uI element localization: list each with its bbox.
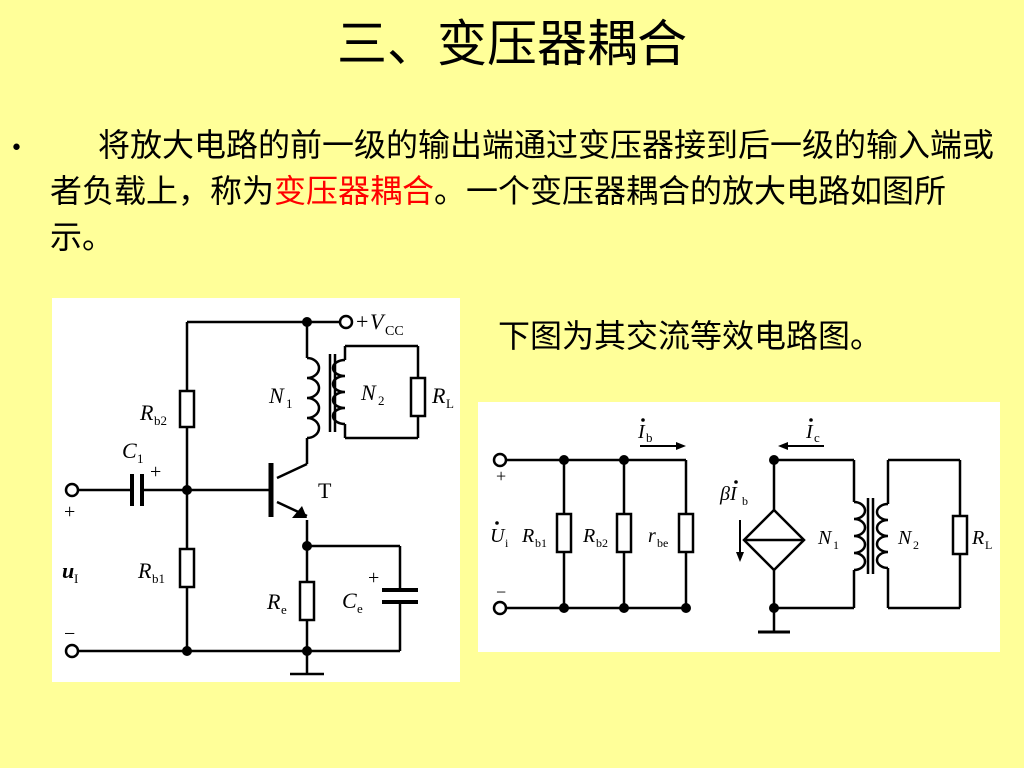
rb2-name: R <box>139 400 154 425</box>
ac-junctions <box>559 455 779 613</box>
re-sub: e <box>281 602 287 617</box>
transistor-label: T <box>318 478 332 503</box>
ui-name: u <box>62 558 74 583</box>
vcc-name: V <box>370 309 386 334</box>
n2-name: N <box>897 527 913 549</box>
rb1-sub: b1 <box>152 571 165 586</box>
vcc-sign: + <box>356 309 368 334</box>
ac-equivalent-figure: I b I c + − U i R b1 R b2 r be βI b N 1 … <box>478 402 1000 652</box>
input-minus: − <box>64 623 75 645</box>
rb2-sub: b2 <box>154 413 167 428</box>
c1-sign: + <box>150 461 161 483</box>
amp-resistors <box>178 376 427 622</box>
rb1-sub: b1 <box>535 536 547 550</box>
ac-input-plus: + <box>496 466 506 486</box>
ce-name: C <box>342 588 357 613</box>
rl-sub: L <box>446 396 454 411</box>
amplifier-circuit-figure: + V CC N 1 N 2 R L R b2 R b1 C 1 + T R e… <box>52 298 460 682</box>
bullet-marker: • <box>10 136 23 161</box>
rl-name: R <box>971 527 984 549</box>
body-paragraph: 将放大电路的前一级的输出端通过变压器接到后一级的输入端或者负载上，称为变压器耦合… <box>50 122 1010 260</box>
amplifier-circuit-svg: + V CC N 1 N 2 R L R b2 R b1 C 1 + T R e… <box>62 309 454 676</box>
amp-wires <box>78 320 420 676</box>
re-name: R <box>266 589 281 614</box>
amp-junctions <box>182 317 312 656</box>
n1-name: N <box>268 383 285 408</box>
rb2-name: R <box>582 525 595 547</box>
amp-terminals <box>64 314 354 659</box>
rb1-name: R <box>137 558 152 583</box>
rbe-name: r <box>648 525 656 547</box>
rb2-sub: b2 <box>596 536 608 550</box>
rb1-name: R <box>521 525 534 547</box>
c1-sub: 1 <box>137 451 144 466</box>
rbe-sub: be <box>657 536 668 550</box>
figure-caption: 下图为其交流等效电路图。 <box>498 317 883 355</box>
ce-sub: e <box>357 601 363 616</box>
n2-sub: 2 <box>378 393 385 408</box>
phasor-dots <box>495 418 813 525</box>
ui-sub: i <box>505 536 509 550</box>
ic-sub: c <box>814 430 820 445</box>
ac-arrowheads <box>676 442 788 562</box>
n1-name: N <box>817 527 833 549</box>
para-after: 。一个变压器耦合的放大电路如图所示。 <box>50 172 947 256</box>
c1-name: C <box>122 438 137 463</box>
ib-name: I <box>637 421 646 443</box>
para-highlight: 变压器耦合 <box>274 172 435 210</box>
source-sub: b <box>742 494 748 508</box>
para-before: 将放大电路的前一级的输出端通过变压器接到后一级的输入端或者负载上，称为 <box>50 126 995 210</box>
ic-name: I <box>805 421 814 443</box>
ac-input-minus: − <box>496 582 506 602</box>
ib-sub: b <box>646 430 653 445</box>
ui-name: U <box>490 525 506 547</box>
n2-sub: 2 <box>913 538 919 552</box>
ac-wires <box>506 445 962 634</box>
n1-sub: 1 <box>286 396 293 411</box>
input-plus: + <box>64 501 75 523</box>
rl-sub: L <box>985 538 992 552</box>
rl-name: R <box>431 383 446 408</box>
vcc-sub: CC <box>385 324 404 339</box>
n1-sub: 1 <box>833 538 839 552</box>
n2-name: N <box>360 380 377 405</box>
ui-sub: I <box>74 571 78 586</box>
slide-title: 三、变压器耦合 <box>337 15 687 73</box>
ac-equivalent-svg: I b I c + − U i R b1 R b2 r be βI b N 1 … <box>490 418 992 634</box>
ac-terminals <box>492 452 508 616</box>
source-name: βI <box>719 483 738 505</box>
emitter-arrow-icon <box>292 506 307 518</box>
ce-sign: + <box>368 567 379 589</box>
ac-resistors <box>555 512 969 556</box>
